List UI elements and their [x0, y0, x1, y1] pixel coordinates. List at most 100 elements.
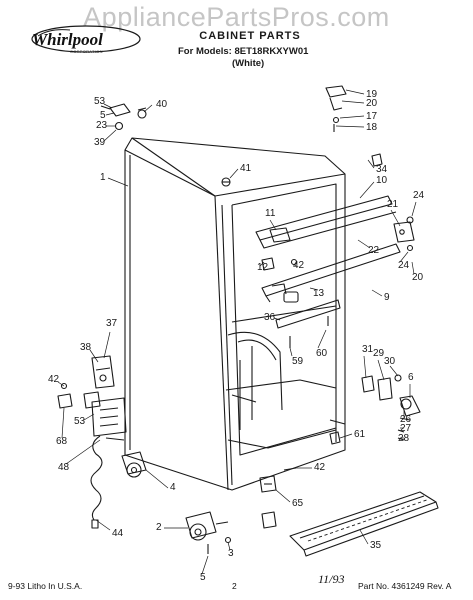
- handwritten-date: 11/93: [318, 572, 345, 586]
- leader-line: [359, 529, 369, 545]
- leader-line: [103, 129, 117, 142]
- grille-slot: [340, 528, 345, 531]
- grille-slot: [368, 518, 372, 521]
- callout-18: 18: [366, 122, 378, 133]
- callout-20: 20: [366, 98, 378, 109]
- terminal-bracket-53: [83, 391, 127, 437]
- top-hinge-right: [325, 85, 347, 132]
- model-color: (White): [232, 58, 265, 69]
- brand-tagline: CORPORATION: [70, 49, 103, 54]
- callout-36: 36: [264, 312, 276, 323]
- leader-line: [345, 89, 365, 95]
- grille-slot: [384, 512, 389, 515]
- grille-slot: [318, 535, 323, 538]
- whirlpool-logo: [31, 25, 141, 53]
- leader-line: [259, 261, 265, 267]
- leader-line: [105, 112, 115, 116]
- brand-name: Whirlpool: [32, 30, 103, 49]
- grille-slot: [329, 531, 334, 534]
- thermostat-assembly-37: [91, 355, 115, 389]
- callout-1: 1: [100, 172, 106, 183]
- callout-3: 3: [228, 548, 234, 559]
- callout-13: 13: [313, 288, 325, 299]
- page-title: CABINET PARTS: [199, 30, 301, 42]
- leader-line: [95, 519, 111, 531]
- grille-slot: [401, 507, 405, 510]
- leader-line: [357, 239, 371, 249]
- grille-slot: [395, 509, 400, 512]
- grille-slot: [313, 537, 317, 540]
- callout-34: 34: [376, 164, 388, 175]
- leader-line: [83, 413, 95, 421]
- bracket-clip-mid: [261, 511, 277, 529]
- callout-37: 37: [106, 318, 118, 329]
- leader-line: [61, 407, 65, 439]
- grille-slot: [417, 501, 422, 504]
- callout-26: 26: [400, 414, 412, 425]
- callout-29: 29: [373, 348, 385, 359]
- leader-line: [341, 100, 365, 104]
- callout-24: 24: [413, 190, 425, 201]
- callout-44: 44: [112, 528, 124, 539]
- callout-27: 27: [400, 423, 412, 434]
- callout-12: 12: [257, 262, 269, 273]
- leader-line: [317, 329, 327, 349]
- callout-28: 28: [398, 433, 410, 444]
- callout-39: 39: [94, 137, 106, 148]
- grille-slots: [307, 499, 427, 542]
- callout-22: 22: [368, 245, 380, 256]
- leader-line: [399, 251, 409, 263]
- leader-line: [107, 177, 129, 187]
- leader-line: [145, 469, 169, 489]
- leader-line: [293, 263, 297, 267]
- leader-line: [390, 209, 401, 227]
- grille-slot: [423, 499, 427, 502]
- callout-31: 31: [362, 344, 374, 355]
- leader-line: [57, 381, 65, 387]
- callout-21: 21: [387, 199, 399, 210]
- callout-42: 42: [48, 374, 60, 385]
- leader-line: [65, 439, 101, 465]
- leader-line: [103, 331, 111, 359]
- callout-17: 17: [366, 111, 378, 122]
- callout-24: 24: [398, 260, 410, 271]
- grille-slot: [412, 503, 416, 506]
- cross-rail-lower: [261, 243, 401, 303]
- power-cord-44: [90, 435, 125, 529]
- leader-line: [273, 317, 281, 321]
- leader-line: [227, 541, 231, 551]
- callout-5: 5: [200, 572, 206, 583]
- callout-40: 40: [156, 99, 168, 110]
- screw-lower-42: [283, 467, 297, 471]
- leader-line: [363, 355, 367, 379]
- callout-6: 6: [408, 372, 414, 383]
- callout-19: 19: [366, 89, 378, 100]
- callout-42: 42: [293, 260, 305, 271]
- callout-41: 41: [240, 163, 252, 174]
- leader-line: [269, 219, 277, 231]
- cabinet-shell: [124, 137, 346, 491]
- callout-68: 68: [56, 436, 68, 447]
- leader-line: [339, 115, 365, 119]
- leader-line: [339, 433, 353, 439]
- callout-9: 9: [384, 292, 390, 303]
- leader-line: [359, 181, 375, 199]
- callout-4: 4: [170, 482, 176, 493]
- callout-48: 48: [58, 462, 70, 473]
- leader-line: [309, 287, 319, 291]
- leader-line: [289, 347, 293, 357]
- part-number: Part No. 4361249 Rev. A: [358, 581, 452, 591]
- clip-61: [329, 431, 341, 445]
- screw-41: [221, 177, 231, 187]
- grille-slot: [406, 505, 411, 508]
- leader-line: [377, 359, 385, 381]
- cross-rail-upper: [255, 195, 397, 249]
- clip-65: [259, 475, 277, 493]
- callout-65: 65: [292, 498, 304, 509]
- leader-line: [389, 365, 399, 377]
- leader-line: [371, 289, 383, 297]
- grille-slot: [351, 524, 356, 527]
- callout-20: 20: [412, 272, 424, 283]
- grille-slot: [307, 539, 312, 542]
